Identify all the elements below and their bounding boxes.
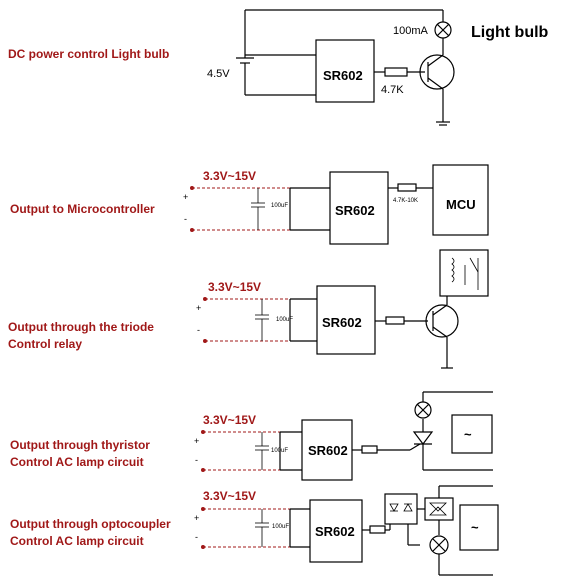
svg-text:-: - — [184, 214, 187, 224]
svg-text:+: + — [196, 303, 201, 313]
circuit-4-ac-source — [451, 414, 493, 454]
svg-text:+: + — [194, 436, 199, 446]
circuit-2-mcu — [432, 164, 489, 236]
circuit-3-transistor — [425, 304, 459, 338]
circuit-1-current: 100mA — [393, 25, 429, 37]
circuit-5-ac-source — [459, 504, 499, 551]
circuit-2-chip-label: SR602 — [335, 203, 375, 218]
circuit-4-label-line-1: Output through thyristor — [10, 438, 150, 452]
svg-text:-: - — [197, 325, 200, 335]
svg-text:~: ~ — [464, 427, 472, 442]
svg-text:+: + — [194, 513, 199, 523]
circuit-5-chip-label: SR602 — [315, 524, 355, 539]
circuit-3-voltage: 3.3V~15V — [208, 280, 261, 294]
circuit-5-label-line-1: Output through optocoupler — [10, 517, 171, 531]
circuit-3-cap: 100uF — [276, 317, 293, 323]
circuit-2: 3.3V~15V + - Output to Microcontroller 1… — [10, 164, 489, 245]
circuit-3-chip-label: SR602 — [322, 315, 362, 330]
circuit-1-resistor: 4.7K — [381, 84, 404, 96]
circuit-1-chip — [315, 39, 375, 103]
circuit-4-chip — [301, 419, 353, 481]
circuit-3-label-line-2: Control relay — [8, 337, 82, 351]
circuit-2-resistor: 4.7K-10K — [393, 198, 418, 204]
circuit-3: 3.3V~15V + - Output through the triode C… — [8, 249, 489, 369]
circuit-4-voltage: 3.3V~15V — [203, 413, 256, 427]
thyristor-icon — [412, 431, 434, 445]
circuit-5-voltage: 3.3V~15V — [203, 489, 256, 503]
circuit-2-voltage: 3.3V~15V — [203, 169, 256, 183]
circuit-1-load: Light bulb — [471, 24, 549, 41]
circuit-1-chip-label: SR602 — [323, 68, 363, 83]
circuit-3-chip — [316, 285, 376, 355]
circuit-4-chip-label: SR602 — [308, 443, 348, 458]
circuit-5-cap: 100uF — [272, 524, 289, 530]
circuit-5-chip — [309, 499, 363, 563]
optocoupler-icon — [384, 493, 418, 525]
svg-text:~: ~ — [471, 520, 479, 535]
svg-text:+: + — [183, 192, 188, 202]
circuit-1: DC power control Light bulb 4.5V SR602 4… — [8, 9, 549, 126]
circuit-5-label-line-2: Control AC lamp circuit — [10, 534, 144, 548]
circuit-2-mcu-label: MCU — [446, 197, 476, 212]
circuit-2-chip — [329, 171, 389, 245]
circuit-2-cap: 100uF — [271, 203, 288, 209]
svg-text:-: - — [195, 455, 198, 465]
circuit-1-voltage: 4.5V — [207, 68, 230, 80]
circuit-3-label-line-1: Output through the triode — [8, 320, 154, 334]
circuit-4: 3.3V~15V + - Output through thyristor Co… — [10, 391, 493, 481]
light-bulb-icon — [434, 21, 452, 39]
relay-icon — [439, 249, 489, 297]
circuit-1-label: DC power control Light bulb — [8, 47, 169, 61]
svg-text:-: - — [195, 532, 198, 542]
triac-icon — [424, 497, 454, 521]
circuit-5: 3.3V~15V + - Output through optocoupler … — [10, 485, 499, 576]
circuit-4-label-line-2: Control AC lamp circuit — [10, 455, 144, 469]
circuit-2-label: Output to Microcontroller — [10, 202, 155, 216]
circuit-1-transistor — [419, 54, 455, 90]
